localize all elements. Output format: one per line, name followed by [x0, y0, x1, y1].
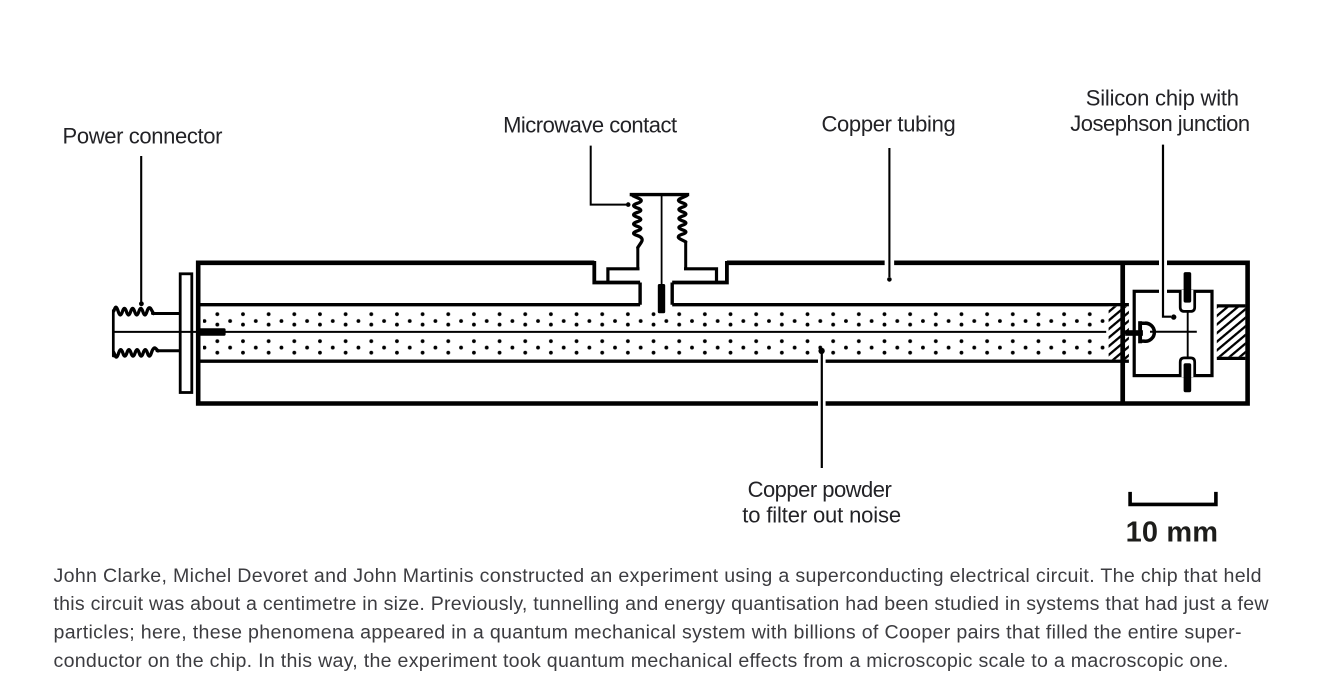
svg-text:10 mm: 10 mm — [1126, 517, 1219, 549]
svg-text:Silicon chip with: Silicon chip with — [1086, 86, 1239, 111]
svg-text:to filter out noise: to filter out noise — [742, 503, 901, 528]
svg-text:particles; here, these phenome: particles; here, these phenomena appeare… — [54, 622, 1242, 644]
svg-text:Copper powder: Copper powder — [748, 477, 892, 502]
svg-text:Josephson junction: Josephson junction — [1070, 111, 1250, 136]
svg-text:Power connector: Power connector — [63, 124, 223, 149]
svg-text:Copper tubing: Copper tubing — [821, 112, 955, 137]
svg-text:this circuit was about a centi: this circuit was about a centimetre in s… — [54, 593, 1270, 615]
svg-text:John Clarke, Michel Devoret an: John Clarke, Michel Devoret and John Mar… — [54, 565, 1262, 587]
svg-text:Microwave contact: Microwave contact — [503, 112, 677, 137]
svg-text:conductor on the chip. In this: conductor on the chip. In this way, the … — [54, 650, 1229, 672]
